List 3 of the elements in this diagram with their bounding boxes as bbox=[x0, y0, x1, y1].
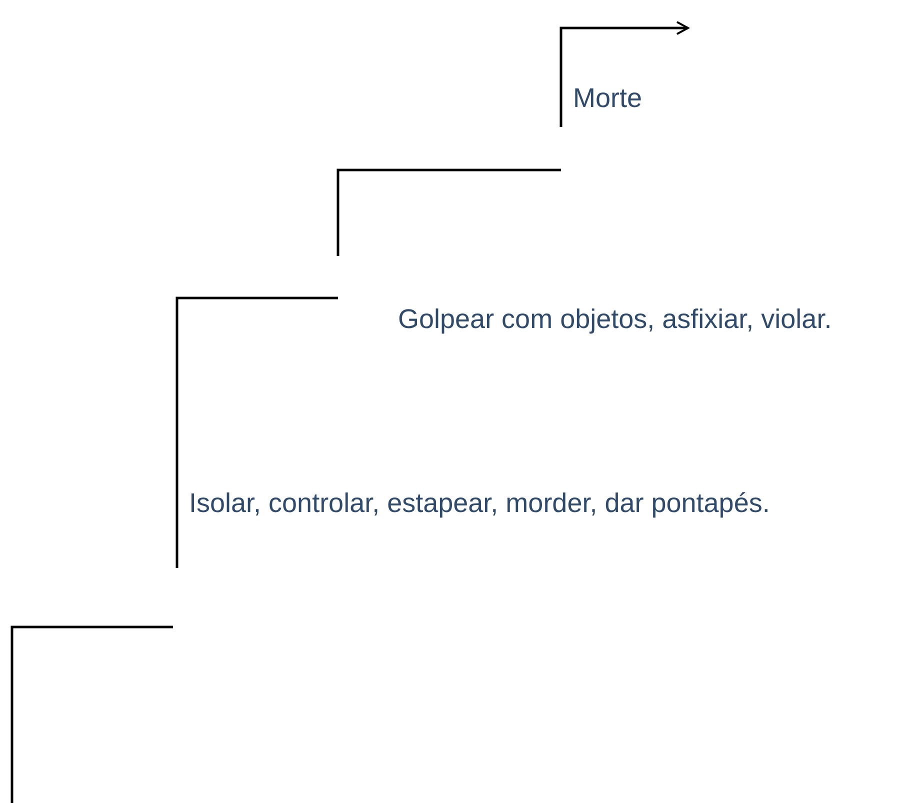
step-label: Isolar, controlar, estapear, morder, dar pontapés. bbox=[189, 487, 770, 519]
step-label: Golpear com objetos, asfixiar, violar. bbox=[398, 303, 832, 335]
step-label: Morte bbox=[573, 82, 642, 114]
